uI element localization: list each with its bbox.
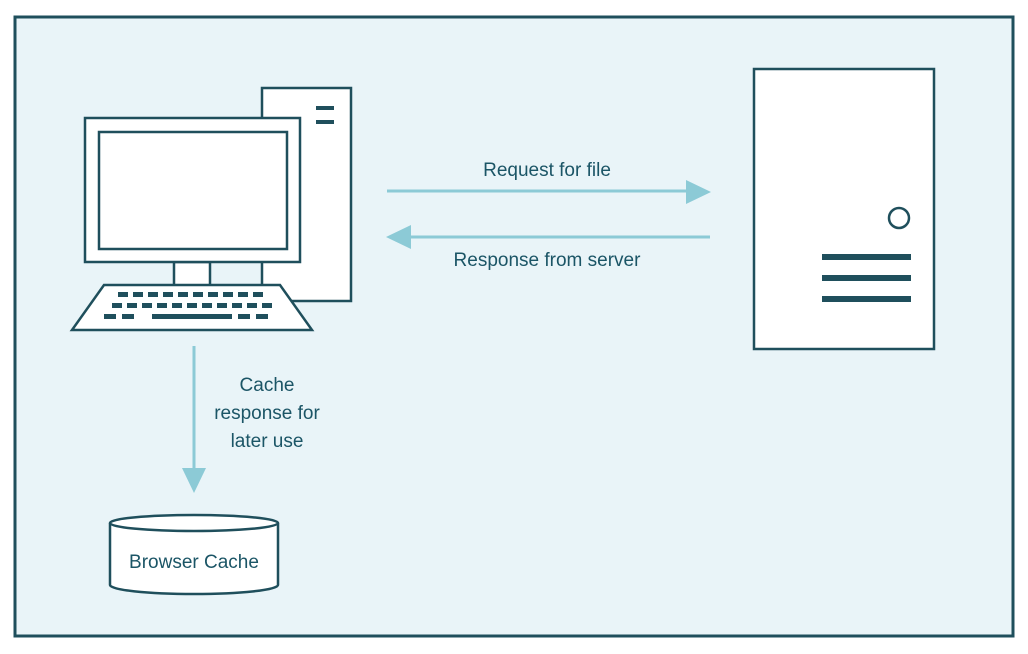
cache-label-line-1: Cache — [240, 375, 295, 396]
keyboard-keys — [104, 292, 272, 319]
cylinder-top — [108, 513, 280, 533]
response-arrow — [386, 225, 710, 249]
request-label: Request for file — [483, 160, 611, 181]
server-icon — [752, 67, 936, 351]
tower-slot-top — [316, 106, 334, 110]
cylinder-body — [108, 523, 280, 596]
monitor-screen — [97, 130, 289, 251]
server-drive-bar-1 — [822, 254, 911, 260]
cache-label-line-3: later use — [231, 431, 304, 452]
server-drive-bar-2 — [822, 275, 911, 281]
tower-slot-bottom — [316, 120, 334, 124]
database-cylinder-icon — [108, 513, 280, 596]
server-body — [752, 67, 936, 351]
server-drive-bar-3 — [822, 296, 911, 302]
request-arrow — [387, 180, 711, 204]
browser-cache-label: Browser Cache — [129, 552, 259, 573]
cache-arrow — [182, 346, 206, 493]
response-label: Response from server — [454, 250, 642, 271]
server-power-light — [887, 206, 911, 230]
cache-label-line-2: response for — [214, 403, 320, 424]
